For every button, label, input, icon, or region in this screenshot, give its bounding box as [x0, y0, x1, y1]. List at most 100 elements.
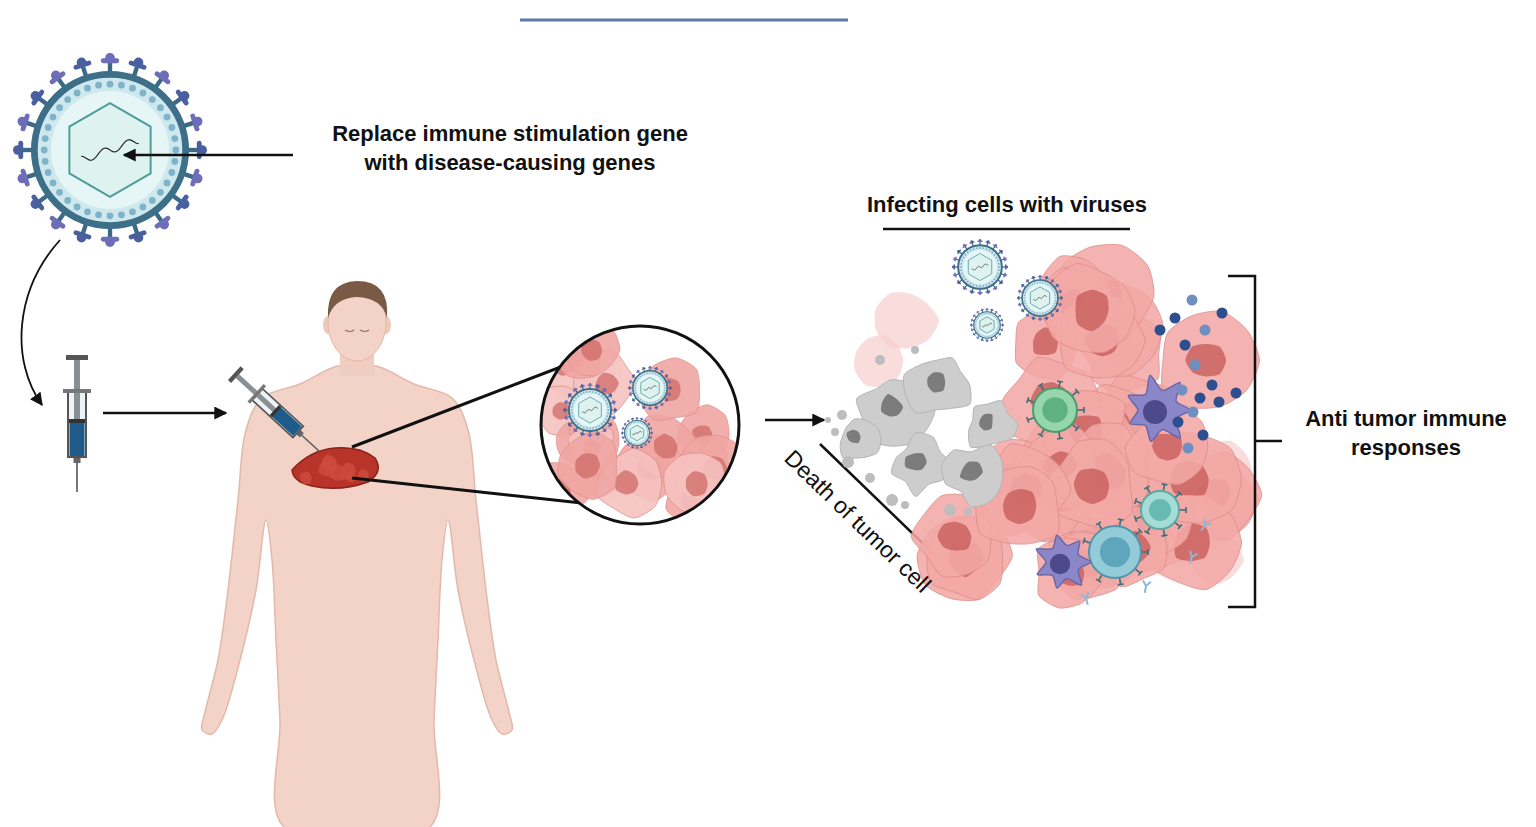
receptor-tip — [1075, 389, 1079, 394]
cytokine — [1231, 388, 1242, 399]
spike-head — [981, 339, 983, 341]
spike-tip — [1060, 304, 1062, 306]
spike-tip — [1057, 310, 1059, 312]
receptor-tip — [1027, 397, 1029, 403]
matrix-bead — [1049, 309, 1051, 311]
receptor — [1136, 501, 1143, 503]
matrix-bead — [997, 273, 999, 275]
spike-tip — [629, 380, 631, 382]
matrix-bead — [636, 380, 638, 382]
matrix-bead — [575, 421, 577, 423]
matrix-bead — [164, 114, 171, 121]
matrix-bead — [964, 278, 966, 280]
spike-tip — [986, 308, 988, 310]
matrix-bead — [118, 211, 125, 218]
dendritic-body — [1128, 375, 1190, 441]
matrix-bead — [994, 333, 995, 334]
receptor-tip — [1178, 524, 1182, 529]
spike-tip — [977, 337, 979, 339]
receptor — [1163, 529, 1164, 536]
matrix-bead — [56, 189, 63, 196]
receptor — [1099, 523, 1103, 529]
matrix-bead — [975, 322, 976, 323]
spike-tip — [180, 199, 190, 209]
matrix-bead — [168, 169, 175, 176]
spike-head — [986, 309, 988, 310]
receptor — [1120, 578, 1121, 585]
matrix-bead — [990, 335, 991, 336]
spike-tip — [609, 424, 612, 427]
tumor-cell — [638, 358, 699, 421]
spike-tip — [51, 220, 61, 230]
plunger-seal — [69, 419, 85, 423]
matrix-bead — [571, 412, 573, 414]
matrix-bead — [629, 424, 630, 425]
spike-tip — [651, 428, 653, 430]
matrix-bead — [643, 424, 644, 425]
matrix-bead — [635, 422, 636, 423]
dendritic-cell — [1128, 375, 1190, 441]
spike-tip — [589, 383, 592, 386]
matrix-bead — [998, 324, 999, 325]
matrix-bead — [647, 431, 648, 432]
matrix-bead — [1024, 297, 1026, 299]
spike-tip — [1046, 318, 1048, 320]
spike-head — [651, 432, 652, 434]
matrix-bead — [1039, 282, 1041, 284]
matrix-bead — [662, 395, 664, 397]
spike-tip — [1039, 275, 1041, 277]
spike-head — [637, 371, 639, 373]
matrix-bead — [586, 391, 588, 393]
cell-fragment — [837, 410, 847, 420]
matrix-bead — [976, 247, 978, 249]
tumor-cell — [558, 432, 616, 500]
receptor — [1163, 484, 1164, 491]
leader-arrow — [124, 154, 293, 157]
spike-tip — [613, 401, 616, 404]
matrix-bead — [629, 441, 630, 442]
cytokine — [1180, 340, 1191, 351]
matrix-bead — [652, 402, 654, 404]
matrix-bead — [631, 423, 632, 424]
matrix-bead — [607, 412, 609, 414]
matrix-bead — [664, 385, 666, 387]
matrix-bead — [633, 443, 634, 444]
matrix-bead — [981, 314, 982, 315]
spike-head — [636, 447, 638, 448]
spike-tip — [999, 315, 1001, 317]
matrix-bead — [149, 96, 156, 103]
matrix-bead — [986, 284, 988, 286]
matrix-bead — [171, 158, 178, 165]
spike-head — [1059, 290, 1061, 293]
spike-head — [630, 380, 632, 383]
spike-tip — [973, 334, 975, 336]
header-rule — [520, 19, 848, 22]
matrix-bead — [45, 124, 52, 131]
matrix-bead — [661, 378, 663, 380]
matrix-bead — [157, 104, 164, 111]
spike-tip — [994, 244, 997, 247]
matrix-bead — [628, 425, 629, 426]
matrix-bead — [586, 427, 588, 429]
receptor — [1147, 526, 1151, 532]
matrix-bead — [95, 211, 102, 218]
spike-tip — [609, 394, 612, 397]
matrix-bead — [634, 387, 636, 389]
matrix-bead — [998, 266, 1000, 268]
matrix-bead — [664, 387, 666, 389]
needle — [76, 462, 78, 492]
matrix-bead — [645, 439, 646, 440]
spike-tip — [1018, 304, 1020, 306]
spike-head — [609, 394, 611, 397]
spike-tip — [648, 423, 650, 425]
spike-head — [1051, 280, 1054, 282]
matrix-bead — [577, 423, 579, 425]
matrix-bead — [997, 328, 998, 329]
matrix-bead — [140, 90, 147, 97]
matrix-bead — [633, 422, 634, 423]
spike-tip — [105, 53, 115, 63]
spike-tip — [1032, 276, 1034, 278]
cell-fragment — [944, 504, 956, 516]
spike-head — [1051, 314, 1054, 316]
spike-head — [636, 418, 638, 419]
